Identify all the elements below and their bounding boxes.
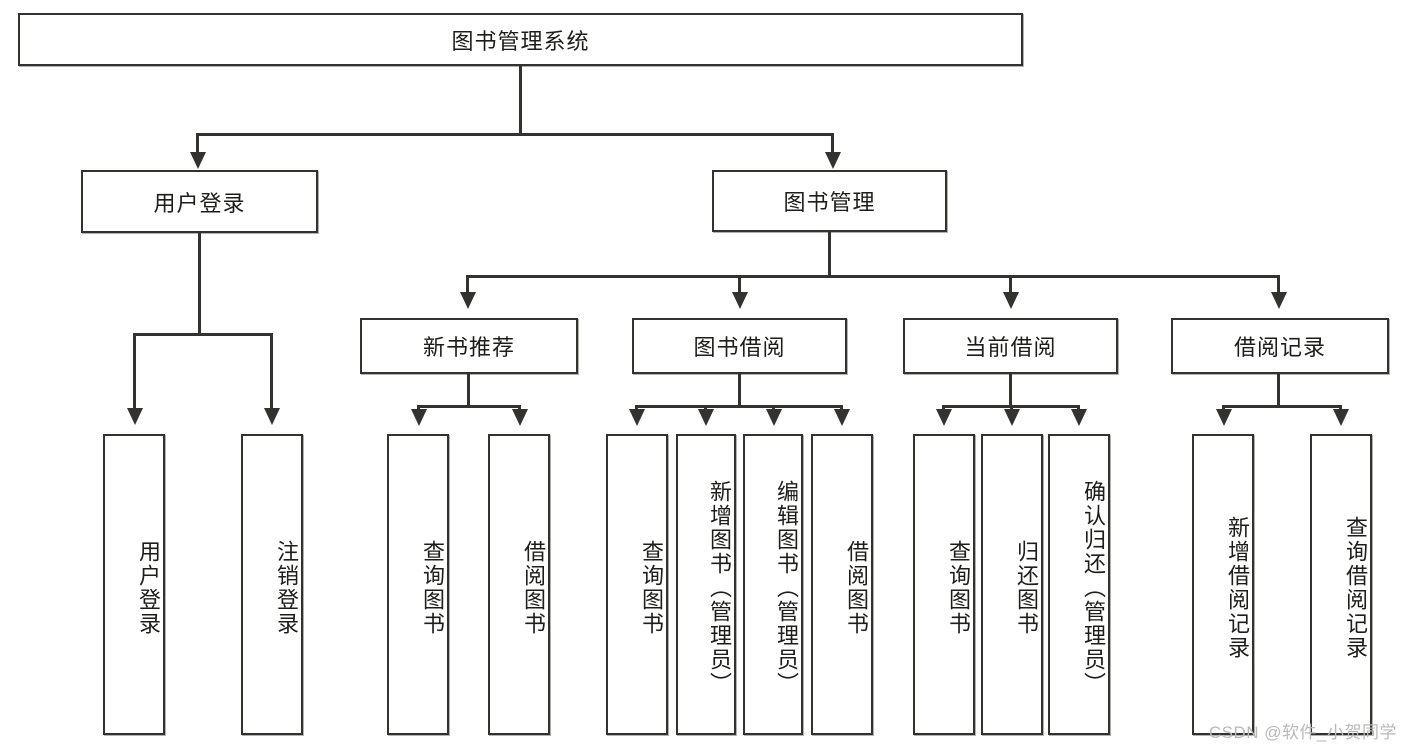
- arrow-new-book-leaf-2: [512, 409, 528, 426]
- arrow-borrow-record-leaf-1: [1216, 409, 1232, 426]
- node-current-borrow[interactable]: 当前借阅: [903, 318, 1118, 374]
- edge-book-manage-drop-2: [738, 275, 741, 297]
- leaf-user-login-signout-label: 注销登录: [274, 539, 299, 636]
- arrow-borrow-record-leaf-2: [1333, 409, 1349, 426]
- leaf-borrow-record-add-label: 新增借阅记录: [1225, 515, 1250, 660]
- leaf-current-borrow-confirm[interactable]: 确认归还（管理员）: [1048, 434, 1110, 735]
- leaf-current-borrow-query[interactable]: 查询图书: [913, 434, 975, 735]
- edge-root-bus: [196, 133, 834, 136]
- arrow-user-login-leaf-1: [127, 408, 143, 425]
- edge-root-drop-user: [196, 133, 199, 157]
- node-current-borrow-label: 当前借阅: [964, 335, 1057, 360]
- leaf-new-book-query-label: 查询图书: [420, 539, 445, 636]
- arrow-current-borrow-leaf-3: [1071, 409, 1087, 426]
- arrow-book-manage-to-new-book: [460, 292, 476, 309]
- leaf-book-borrow-borrow[interactable]: 借阅图书: [811, 434, 873, 735]
- edge-book-borrow-stem: [738, 374, 741, 408]
- node-new-book-recommend[interactable]: 新书推荐: [360, 318, 578, 374]
- leaf-user-login-signin-label: 用户登录: [136, 539, 161, 636]
- arrow-book-manage-to-current: [1003, 292, 1019, 309]
- node-borrow-record[interactable]: 借阅记录: [1171, 318, 1389, 374]
- arrow-book-borrow-leaf-2: [698, 409, 714, 426]
- node-book-borrow-label: 图书借阅: [693, 335, 786, 360]
- edge-user-login-bus: [133, 333, 273, 336]
- node-user-login-label: 用户登录: [153, 190, 246, 216]
- edge-book-borrow-bus: [635, 405, 843, 408]
- arrow-user-login-leaf-2: [264, 408, 280, 425]
- arrow-book-borrow-leaf-4: [834, 409, 850, 426]
- edge-user-login-drop-2: [270, 333, 273, 413]
- leaf-book-borrow-edit[interactable]: 编辑图书（管理员）: [743, 434, 803, 735]
- edge-root-stem: [519, 66, 522, 135]
- leaf-new-book-borrow-label: 借阅图书: [521, 539, 546, 636]
- edge-current-borrow-stem: [1009, 374, 1012, 408]
- leaf-user-login-signin[interactable]: 用户登录: [103, 434, 165, 735]
- leaf-current-borrow-query-label: 查询图书: [946, 539, 971, 636]
- leaf-borrow-record-query[interactable]: 查询借阅记录: [1310, 434, 1372, 735]
- arrow-current-borrow-leaf-2: [1004, 409, 1020, 426]
- leaf-book-borrow-edit-label: 编辑图书（管理员）: [774, 479, 799, 696]
- arrow-root-to-user-login: [190, 152, 206, 169]
- edge-book-manage-drop-3: [1009, 275, 1012, 297]
- leaf-current-borrow-return-label: 归还图书: [1014, 539, 1039, 636]
- leaf-book-borrow-query[interactable]: 查询图书: [606, 434, 668, 735]
- leaf-book-borrow-add-label: 新增图书（管理员）: [707, 479, 732, 696]
- leaf-new-book-query[interactable]: 查询图书: [387, 434, 449, 735]
- leaf-borrow-record-add[interactable]: 新增借阅记录: [1192, 434, 1254, 735]
- leaf-current-borrow-return[interactable]: 归还图书: [981, 434, 1043, 735]
- edge-borrow-record-stem: [1277, 374, 1280, 408]
- node-root-system-label: 图书管理系统: [451, 28, 590, 54]
- arrow-book-manage-to-borrow: [732, 292, 748, 309]
- node-user-login[interactable]: 用户登录: [81, 170, 318, 233]
- node-book-manage-label: 图书管理: [783, 190, 876, 215]
- watermark: CSDN @软件_小贺同学: [1208, 723, 1397, 742]
- leaf-borrow-record-query-label: 查询借阅记录: [1343, 515, 1368, 660]
- node-book-borrow[interactable]: 图书借阅: [632, 318, 847, 374]
- edge-user-login-stem: [198, 233, 201, 335]
- edge-new-book-bus: [417, 405, 521, 408]
- arrow-new-book-leaf-1: [411, 409, 427, 426]
- node-book-manage[interactable]: 图书管理: [712, 170, 947, 232]
- leaf-book-borrow-query-label: 查询图书: [639, 539, 664, 636]
- leaf-current-borrow-confirm-label: 确认归还（管理员）: [1081, 479, 1106, 696]
- node-new-book-recommend-label: 新书推荐: [422, 335, 515, 360]
- edge-book-manage-drop-4: [1277, 275, 1280, 297]
- leaf-new-book-borrow[interactable]: 借阅图书: [488, 434, 550, 735]
- edge-new-book-stem: [467, 374, 470, 408]
- arrow-book-manage-to-record: [1271, 292, 1287, 309]
- leaf-user-login-signout[interactable]: 注销登录: [241, 434, 303, 735]
- node-root-system[interactable]: 图书管理系统: [18, 13, 1023, 66]
- edge-book-manage-stem: [828, 232, 831, 277]
- arrow-root-to-book-manage: [825, 152, 841, 169]
- edge-book-manage-drop-1: [466, 275, 469, 297]
- edge-book-manage-bus: [466, 275, 1280, 278]
- edge-borrow-record-bus: [1222, 405, 1342, 408]
- arrow-book-borrow-leaf-1: [629, 409, 645, 426]
- node-borrow-record-label: 借阅记录: [1233, 335, 1326, 360]
- arrow-book-borrow-leaf-3: [766, 409, 782, 426]
- edge-user-login-drop-1: [133, 333, 136, 413]
- arrow-current-borrow-leaf-1: [936, 409, 952, 426]
- leaf-book-borrow-borrow-label: 借阅图书: [844, 539, 869, 636]
- leaf-book-borrow-add[interactable]: 新增图书（管理员）: [676, 434, 736, 735]
- edge-root-drop-book: [831, 133, 834, 157]
